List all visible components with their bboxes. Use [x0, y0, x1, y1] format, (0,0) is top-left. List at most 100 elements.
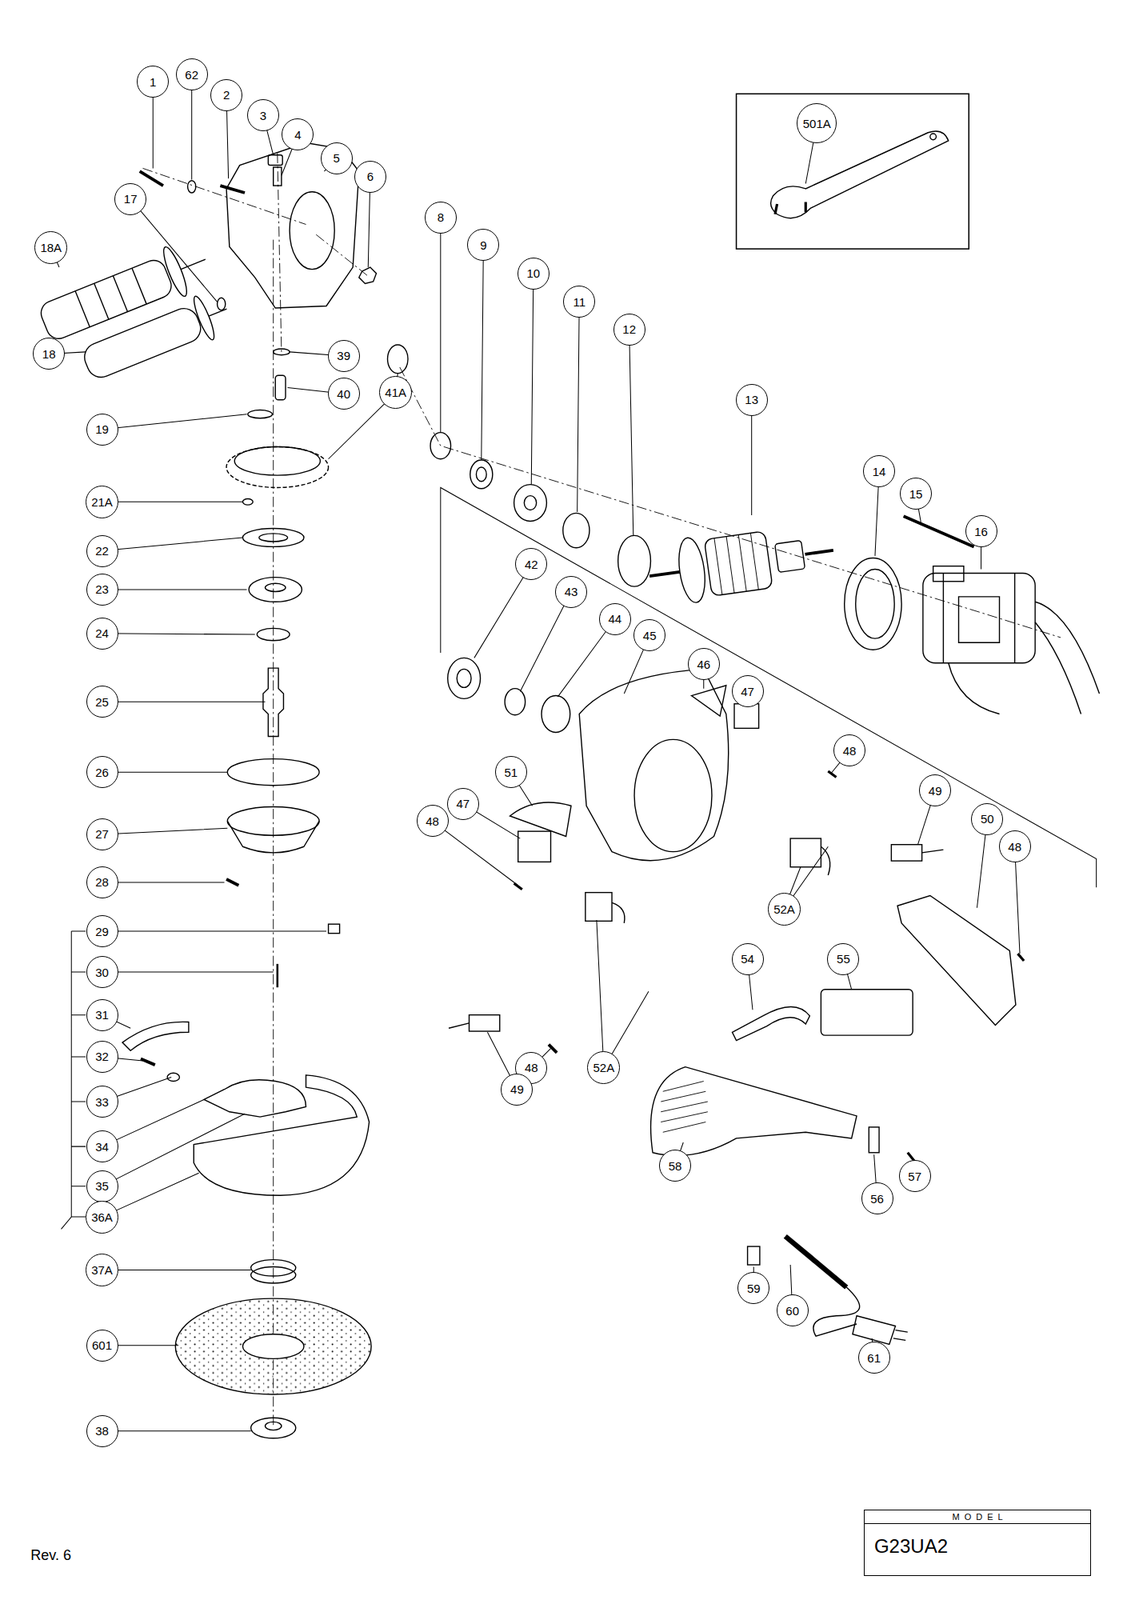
part-number: MODEL — [864, 1510, 1091, 1524]
callout-number: 48 — [999, 830, 1032, 863]
commutator — [775, 539, 806, 572]
callout-number: 44 — [599, 603, 632, 636]
bearing-inner — [265, 583, 287, 592]
plate — [242, 527, 304, 547]
callout-number: 40 — [327, 377, 360, 410]
disc-hub — [242, 1334, 304, 1359]
screw — [139, 171, 557, 1065]
callout-number: 11 — [563, 285, 596, 318]
part-number: 50 — [980, 812, 995, 825]
callout-number: 29 — [86, 915, 119, 948]
callout-number: 55 — [827, 943, 860, 976]
callout-number: 58 — [659, 1149, 692, 1182]
brush-spring — [611, 902, 625, 924]
sleeve — [747, 1246, 760, 1265]
callout-number: 18A — [34, 231, 68, 264]
callout-number: 9 — [467, 228, 500, 261]
part-number: 21A — [91, 495, 113, 508]
callout-number: 36A — [85, 1200, 119, 1234]
part-number: 11 — [572, 295, 586, 308]
part-number: 1 — [149, 75, 156, 88]
ring — [563, 512, 590, 548]
armature-winding — [714, 532, 759, 595]
housing-opening — [289, 191, 335, 270]
bearing — [514, 484, 548, 522]
flange — [251, 1259, 296, 1276]
callout-number: 35 — [86, 1170, 119, 1203]
part-number: 24 — [95, 627, 109, 640]
callout-number: 17 — [114, 183, 147, 216]
part-number: 47 — [456, 797, 471, 810]
callout-number: 12 — [613, 313, 646, 346]
part-number: 15 — [909, 487, 924, 500]
callout-number: 48 — [416, 804, 449, 837]
switch — [820, 989, 913, 1036]
bearing-inner — [523, 495, 536, 511]
part-number: 48 — [1007, 840, 1022, 853]
callout-number: 56 — [861, 1182, 894, 1215]
callout-number: 49 — [500, 1073, 533, 1106]
power-cord — [813, 1286, 860, 1336]
spindle — [263, 667, 284, 736]
flange — [251, 1266, 296, 1283]
callout-number: 52A — [587, 1051, 620, 1084]
part-number: 34 — [95, 1140, 109, 1153]
callout-number: 15 — [899, 477, 932, 510]
washer — [167, 1072, 180, 1081]
part-number: 43 — [564, 585, 579, 598]
part-number: 38 — [95, 1424, 109, 1437]
part-number: 3 — [259, 109, 267, 122]
revision-note: Rev. 6 — [30, 1546, 72, 1564]
part-number: 52A — [773, 903, 796, 916]
callout-number: 601 — [86, 1329, 119, 1362]
callout-number: 8 — [424, 201, 457, 234]
callout-number: 50 — [971, 803, 1004, 836]
part-number: 16 — [974, 525, 988, 538]
callout-number: 25 — [86, 685, 119, 718]
part-number: 17 — [123, 192, 138, 205]
part-number: 40 — [336, 387, 351, 400]
callout-number: 43 — [555, 575, 588, 608]
part-number: 13 — [744, 393, 759, 406]
callout-number: 3 — [247, 99, 280, 132]
housing-end — [634, 739, 712, 852]
lock-nut — [251, 1417, 296, 1439]
wheel-guard — [193, 1075, 369, 1195]
callout-number: 62 — [175, 58, 208, 91]
callout-number: 2 — [210, 79, 243, 112]
part-number: 48 — [843, 744, 857, 757]
handle-grip-lines — [660, 1081, 708, 1133]
callout-number: 37A — [85, 1253, 119, 1287]
bearing — [248, 577, 302, 603]
callout-number: 23 — [86, 573, 119, 606]
stator — [923, 573, 1036, 664]
inset-frame — [736, 93, 970, 249]
callout-number: 14 — [863, 455, 896, 488]
callout-number: 31 — [86, 999, 119, 1032]
model-box: MODELG23UA2 — [863, 1509, 1092, 1576]
wrench-hole — [930, 133, 937, 140]
callout-number: 45 — [633, 619, 666, 652]
cover — [227, 807, 320, 836]
armature-core — [703, 531, 773, 596]
part-number: 9 — [479, 239, 487, 252]
part-number: 14 — [872, 465, 887, 478]
part-number: 61 — [867, 1351, 881, 1364]
handle-cover — [897, 895, 1016, 1025]
part-number: 45 — [643, 629, 657, 642]
callout-number: 34 — [86, 1130, 119, 1163]
brush-spring — [820, 846, 830, 876]
part-number: 6 — [367, 170, 374, 183]
callout-number: 57 — [899, 1159, 932, 1192]
part-number: 55 — [836, 952, 851, 965]
bearing-inner — [456, 668, 472, 688]
callout-number: 42 — [515, 547, 548, 580]
part-number: 49 — [510, 1083, 524, 1096]
label-plate — [328, 923, 340, 933]
lock-nut-hole — [265, 1421, 282, 1430]
part-number: 35 — [95, 1179, 109, 1192]
part-number: 48 — [425, 815, 440, 828]
motor-housing — [579, 668, 729, 860]
callout-number: 30 — [86, 955, 119, 988]
